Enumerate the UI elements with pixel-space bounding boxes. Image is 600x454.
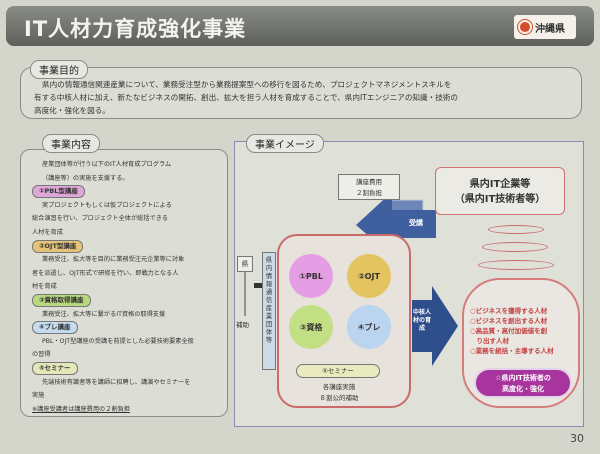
goal-badge: ☆県内IT技術者の 高度化・強化 [474, 368, 572, 398]
outcome-item: ○ビジネスを創出する人材 [470, 317, 548, 325]
purpose-line: 県内の情報通信関連産業について、業務受注型から業務提案型への移行を図るため、プロ… [42, 80, 452, 89]
title-bar: IT人材力育成強化事業 沖縄県 [6, 6, 594, 46]
seminar-pill: ⑤セミナー [296, 364, 380, 378]
org-vertical-box: 県内情報通信産業団体等 [262, 252, 276, 370]
jukou-label: 受講 [409, 219, 423, 227]
company-line: （県内IT技術者等） [454, 194, 546, 205]
company-line: 県内IT企業等 [469, 179, 531, 190]
item-seminar-label: ⑤セミナー [32, 361, 78, 375]
content-note: ※講座受講者は講座費用の２割負担 [32, 405, 130, 413]
okinawa-emblem-icon [518, 20, 532, 34]
okinawa-logo: 沖縄県 [514, 15, 576, 39]
goal-line: ☆県内IT技術者の [495, 374, 551, 382]
jisshi-text: 各講座実施 ８割公的補助 [304, 382, 374, 404]
content-label: 事業内容 [42, 134, 100, 153]
hojo-label: 補助 [236, 321, 249, 329]
item-pbl-label: ①PBL型講座 [32, 185, 85, 199]
item-line: 実施 [32, 392, 45, 400]
item-line: 業務受注、拡大等を目的に業務受注元企業等に対象 [42, 256, 185, 264]
jisshi-line: ８割公的補助 [319, 394, 359, 402]
image-label: 事業イメージ [246, 134, 324, 153]
fee-line: ２割負担 [356, 189, 382, 197]
item-line: 人材を育成 [32, 228, 63, 236]
item-ojt-label: ②OJT型講座 [32, 239, 84, 253]
purpose-line: 高度化・強化を図る。 [34, 106, 110, 115]
thought-ring [478, 260, 554, 270]
item-line: 実プロジェクトもしくは仮プロジェクトによる [42, 201, 172, 209]
intro-line: 産業団体等が行う以下のIT人材育成プログラム [42, 161, 172, 168]
outcome-item: ○高品質・高付加価値を創 [470, 327, 548, 335]
item-shikaku-label: ③資格取得講座 [32, 293, 91, 307]
item-line: の習得 [32, 351, 51, 359]
item-pre-label: ④ブレ講座 [32, 321, 78, 335]
item-line: 総合演習を行い、プロジェクト全体が総括できる [32, 215, 168, 223]
fee-line: 講座費用 [356, 178, 382, 186]
page-number: 30 [570, 432, 584, 445]
purpose-label: 事業目的 [30, 60, 88, 79]
content-text: 産業団体等が行う以下のIT人材育成プログラム （講座等）の実施を支援する。 ①P… [32, 158, 224, 416]
purpose-box [20, 67, 582, 119]
item-line: 材を育成 [32, 283, 57, 291]
arrow-label: 中核人材の育成 [412, 309, 431, 332]
shikaku-circle: ③資格 [289, 305, 333, 349]
fee-box: 講座費用 ２割負担 [338, 174, 400, 200]
company-box: 県内IT企業等 （県内IT技術者等） [435, 167, 565, 215]
pbl-circle: ①PBL [289, 254, 333, 298]
thought-ring [488, 225, 544, 234]
pre-circle: ④ブレ [347, 305, 391, 349]
item-line: PBL・OJT型講座の受講を前提とした必要技術要素全般 [42, 337, 194, 345]
purpose-line: 有する中核人材に加え、新たなビジネスの開拓、創出、拡大を担う人材を育成することで… [34, 93, 458, 102]
thought-ring [482, 242, 548, 252]
slide-title: IT人材力育成強化事業 [24, 17, 247, 41]
jisshi-line: 各講座実施 [322, 383, 356, 391]
purpose-text: 県内の情報通信関連産業について、業務受注型から業務提案型への移行を図るため、プロ… [34, 78, 554, 117]
ken-connector [254, 283, 262, 288]
ojt-circle: ②OJT [347, 254, 391, 298]
outcome-item: ○業務を統括・主導する人材 [470, 347, 554, 355]
ken-box: 県 [237, 256, 253, 272]
item-line: 先端技術有識者等を講師に招聘し、講演やセミナーを [42, 378, 191, 386]
outcome-item: り出す人材 [470, 337, 510, 345]
growth-arrow-icon [412, 286, 458, 366]
intro-line: （講座等）の実施を支援する。 [42, 174, 129, 182]
item-line: 者を派遣し、OJT形式で研修を行い、即戦力となる人 [32, 269, 179, 277]
outcome-list: ○ビジネスを獲得する人材 ○ビジネスを創出する人材 ○高品質・高付加価値を創 り… [470, 306, 554, 356]
goal-line: 高度化・強化 [502, 385, 544, 393]
logo-name: 沖縄県 [535, 23, 565, 35]
item-line: 業務受注、拡大等に繋がるIT資格の取得支援 [42, 310, 166, 318]
outcome-item: ○ビジネスを獲得する人材 [470, 307, 548, 315]
